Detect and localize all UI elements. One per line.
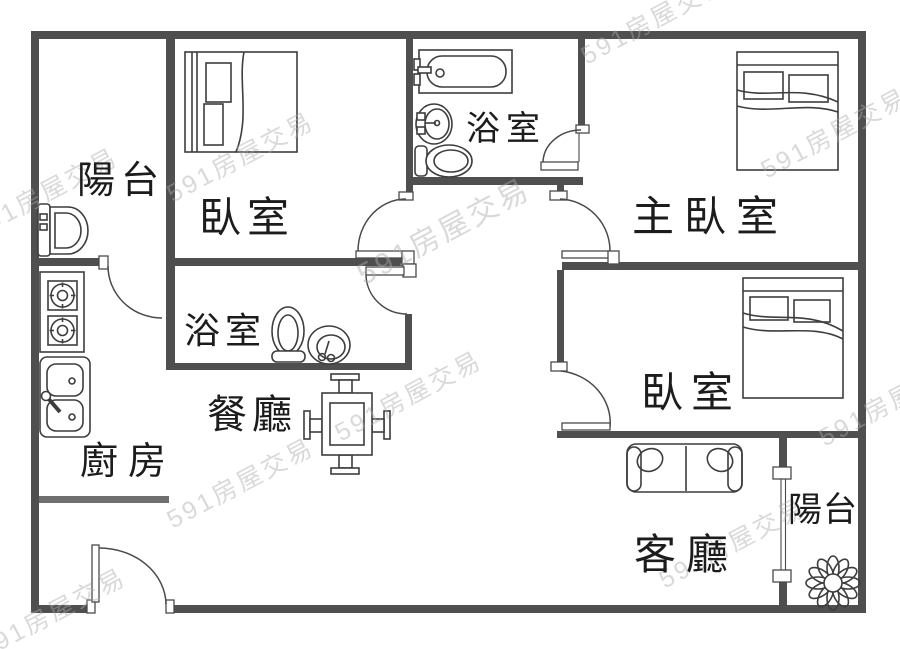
plant-icon xyxy=(805,555,861,611)
stove-icon xyxy=(39,271,85,353)
room-label-master-bedroom: 主臥室 xyxy=(631,193,789,240)
toilet-icon xyxy=(414,144,473,178)
door-balcony-kitchen xyxy=(98,255,163,319)
room-label-bathroom-top: 浴室 xyxy=(466,110,546,148)
room-label-balcony-right: 陽台 xyxy=(788,491,858,529)
interior-walls xyxy=(39,33,866,607)
door-bathroom-top xyxy=(540,124,590,171)
dining-table-icon xyxy=(303,373,391,475)
door-bedroom-top xyxy=(355,191,415,265)
washbasin-icon xyxy=(307,325,351,365)
double-bed-icon xyxy=(742,277,844,399)
door-bathroom-mid xyxy=(365,263,417,315)
kitchen-sink-icon xyxy=(39,356,91,438)
room-label-dining: 餐廳 xyxy=(207,393,297,437)
room-label-bathroom-mid: 浴室 xyxy=(183,310,267,351)
outer-walls xyxy=(31,31,866,613)
toilet-icon xyxy=(271,306,306,363)
room-label-balcony-left: 陽台 xyxy=(76,160,166,202)
room-label-living: 客廳 xyxy=(633,531,739,578)
room-label-bedroom-right: 臥室 xyxy=(640,369,742,416)
washbasin-icon xyxy=(415,103,453,145)
door-entrance xyxy=(86,544,175,614)
sofa-icon xyxy=(626,443,743,493)
room-label-bedroom-top: 臥室 xyxy=(198,194,296,241)
room-label-kitchen: 廚房 xyxy=(79,441,177,483)
bathtub-icon xyxy=(413,49,513,94)
toilet-icon xyxy=(37,203,89,257)
window-icon xyxy=(772,466,792,583)
door-bedroom-right xyxy=(550,361,611,431)
double-bed-icon xyxy=(736,51,839,171)
double-bed-icon xyxy=(184,51,298,153)
door-master-bedroom xyxy=(549,190,620,265)
